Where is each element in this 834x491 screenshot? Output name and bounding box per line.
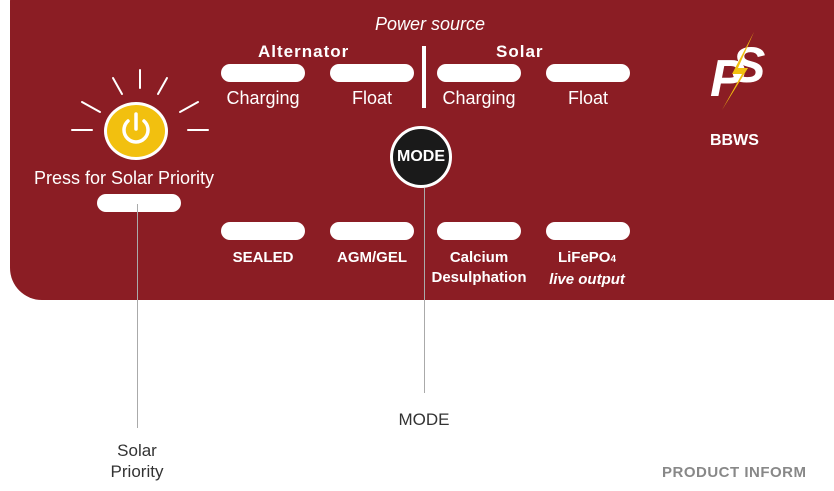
mode-callout: MODE bbox=[398, 410, 450, 429]
mode-callout-line bbox=[424, 188, 425, 393]
alternator-float-label: Float bbox=[351, 88, 393, 108]
agm-gel-led bbox=[330, 222, 414, 240]
solar-float-label: Float bbox=[567, 88, 609, 108]
sealed-led bbox=[221, 222, 305, 240]
sealed-label: SEALED bbox=[232, 249, 294, 266]
svg-text:P: P bbox=[710, 50, 745, 108]
solar-priority-led bbox=[97, 194, 181, 212]
solar-priority-callout-line2: Priority bbox=[110, 462, 164, 481]
alternator-float-led bbox=[330, 64, 414, 82]
power-rays bbox=[71, 69, 209, 131]
solar-heading: Solar bbox=[496, 42, 544, 61]
power-source-heading: Power source bbox=[374, 14, 486, 34]
agm-gel-label: AGM/GEL bbox=[337, 249, 407, 266]
lifepo4-label-subscript: 4 bbox=[610, 254, 617, 265]
calcium-label-line1: Calcium bbox=[449, 249, 509, 266]
calcium-led bbox=[437, 222, 521, 240]
mode-button[interactable]: MODE bbox=[390, 126, 452, 188]
alternator-charging-led bbox=[221, 64, 305, 82]
ps-logo-icon: P S bbox=[710, 32, 765, 110]
calcium-label-line2: Desulphation bbox=[431, 269, 527, 286]
lifepo4-label-text: LiFePO bbox=[557, 249, 611, 266]
solar-charging-led bbox=[437, 64, 521, 82]
solar-priority-callout: Solar Priority bbox=[87, 440, 187, 482]
lifepo4-label: LiFePO4 live output bbox=[532, 248, 642, 290]
power-icon bbox=[122, 112, 150, 144]
solar-float-led bbox=[546, 64, 630, 82]
lifepo4-led bbox=[546, 222, 630, 240]
mode-button-label: MODE bbox=[397, 148, 445, 165]
solar-priority-power-button[interactable] bbox=[104, 102, 168, 160]
calcium-label: Calcium Desulphation bbox=[424, 248, 534, 288]
brand-label: BBWS bbox=[710, 132, 759, 149]
lifepo4-label-line1: LiFePO4 bbox=[532, 248, 642, 270]
solar-charging-label: Charging bbox=[442, 88, 516, 108]
solar-priority-label: Press for Solar Priority bbox=[34, 168, 215, 188]
solar-priority-callout-line1: Solar bbox=[117, 441, 157, 460]
source-divider bbox=[422, 46, 426, 108]
alternator-charging-label: Charging bbox=[226, 88, 300, 108]
solar-priority-callout-line bbox=[137, 204, 138, 428]
lifepo4-label-line2: live output bbox=[549, 271, 625, 288]
alternator-heading: Alternator bbox=[258, 42, 350, 61]
footer-text: PRODUCT INFORM bbox=[662, 464, 807, 481]
